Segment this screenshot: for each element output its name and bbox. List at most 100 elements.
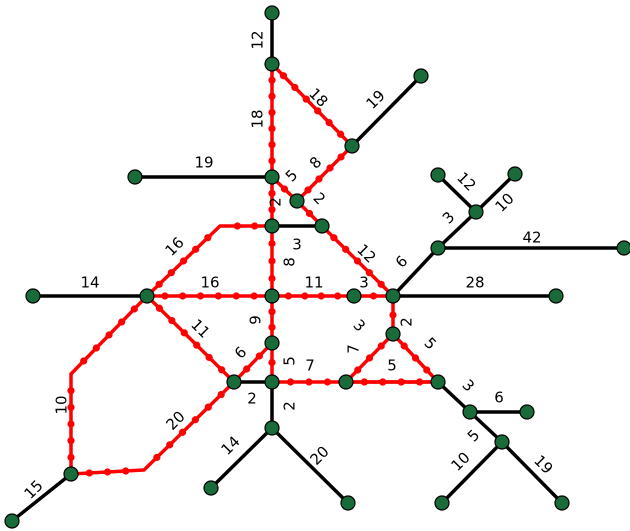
bend-point [305, 209, 314, 218]
bend-point [268, 274, 276, 283]
bend-point [284, 292, 292, 300]
bend-point [251, 222, 259, 230]
graph-node-n14 [25, 288, 41, 304]
bend-point [167, 269, 175, 277]
bend-point [360, 378, 368, 386]
edge-weight-label: 3 [439, 208, 458, 227]
bend-point [214, 292, 223, 300]
edge-weight-label: 18 [249, 109, 267, 128]
edge-weight-label: 12 [453, 169, 479, 195]
edge-weight-label: 7 [345, 344, 363, 354]
graph-node-n11 [314, 218, 330, 234]
bend-point [301, 292, 309, 300]
graph-node-n3 [264, 169, 280, 185]
bend-point [268, 189, 276, 197]
edge-weight-label: 5 [464, 426, 483, 445]
edge-weight-label: 3 [459, 376, 478, 395]
bend-point [286, 378, 295, 386]
path-edge-n21-n22 [232, 341, 274, 384]
bend-point [302, 95, 310, 103]
edge-weight-label: 5 [282, 166, 301, 185]
bend-point [155, 280, 163, 288]
bend-point [365, 354, 374, 362]
bend-point [400, 342, 408, 350]
graph-node-n34 [434, 495, 450, 511]
edge-weight-label: 5 [387, 357, 397, 375]
graph-node-n32 [340, 495, 356, 511]
graph-node-n26 [462, 404, 478, 420]
bend-point [268, 124, 276, 133]
graph-node-n2 [127, 169, 143, 185]
graph-node-n9 [468, 204, 484, 220]
edge-weight-label: 2 [267, 197, 285, 207]
bend-point [80, 357, 88, 365]
path-edge-n22-n30 [69, 380, 236, 476]
bend-point [291, 83, 299, 92]
bend-point [155, 304, 164, 312]
bend-point [280, 185, 289, 193]
bend-point [92, 344, 100, 352]
bend-point [423, 366, 431, 374]
tree-edge-n12-n18 [391, 246, 440, 298]
edge-weight-label: 3 [350, 316, 369, 335]
graph-node-n18 [385, 288, 401, 304]
edge-weight-label: 5 [421, 334, 440, 353]
graph-node-n27 [519, 404, 535, 420]
edge-weight-label: 16 [200, 274, 219, 292]
tree-edge-n29-n34 [440, 440, 504, 505]
edge-weight-label: 6 [392, 252, 411, 271]
graph-node-n8 [507, 166, 523, 182]
bend-point [369, 292, 378, 300]
edge-weight-label: 10 [448, 449, 474, 475]
graph-node-n20 [385, 326, 401, 342]
edge-weight-label: 2 [310, 189, 329, 208]
bend-point [377, 342, 385, 350]
bend-point [67, 403, 75, 411]
path-edge-n15-n30 [69, 294, 149, 476]
edge-weight-label: 9 [247, 315, 265, 325]
bend-point [314, 107, 322, 115]
graph-node-n33 [4, 513, 20, 529]
bend-point [337, 153, 345, 161]
bend-point [122, 467, 130, 475]
graph-node-n15 [139, 288, 155, 304]
tree-edge-n6-n9 [436, 173, 478, 214]
bend-point [85, 469, 93, 477]
bend-point [268, 157, 276, 165]
edge-weight-label: 3 [359, 274, 369, 292]
bend-point [389, 311, 397, 319]
graph-node-n17 [264, 288, 280, 304]
edge-weight-label: 6 [494, 389, 504, 407]
bend-point [279, 72, 288, 80]
bend-point [67, 387, 75, 395]
bend-point [192, 245, 200, 253]
bend-point [67, 420, 75, 428]
bend-point [191, 416, 200, 424]
bend-point [397, 378, 405, 386]
edge-weight-label: 19 [194, 154, 213, 172]
graph-node-n29 [494, 434, 510, 450]
bend-point [342, 245, 350, 253]
bend-point [233, 222, 241, 230]
tree-edge-n28-n31 [209, 426, 274, 490]
edge-weight-label: 15 [21, 477, 47, 503]
graph-node-n21 [264, 335, 280, 351]
bend-point [268, 108, 276, 117]
bend-point [379, 378, 387, 386]
bend-point [205, 353, 213, 362]
bend-point [196, 292, 205, 300]
graph-node-n5 [413, 68, 429, 84]
bend-point [268, 257, 276, 265]
bend-point [268, 358, 276, 367]
bend-point [217, 390, 225, 399]
bend-point [243, 365, 251, 373]
bend-point [232, 292, 240, 300]
tree-edge-n28-n32 [270, 426, 350, 505]
edge-weight-label: 2 [398, 317, 416, 327]
edge-weight-label: 10 [53, 395, 71, 414]
bend-point [103, 468, 112, 476]
tree-edge-n29-n35 [500, 440, 564, 505]
bend-point [193, 341, 201, 349]
bend-point [268, 76, 276, 84]
